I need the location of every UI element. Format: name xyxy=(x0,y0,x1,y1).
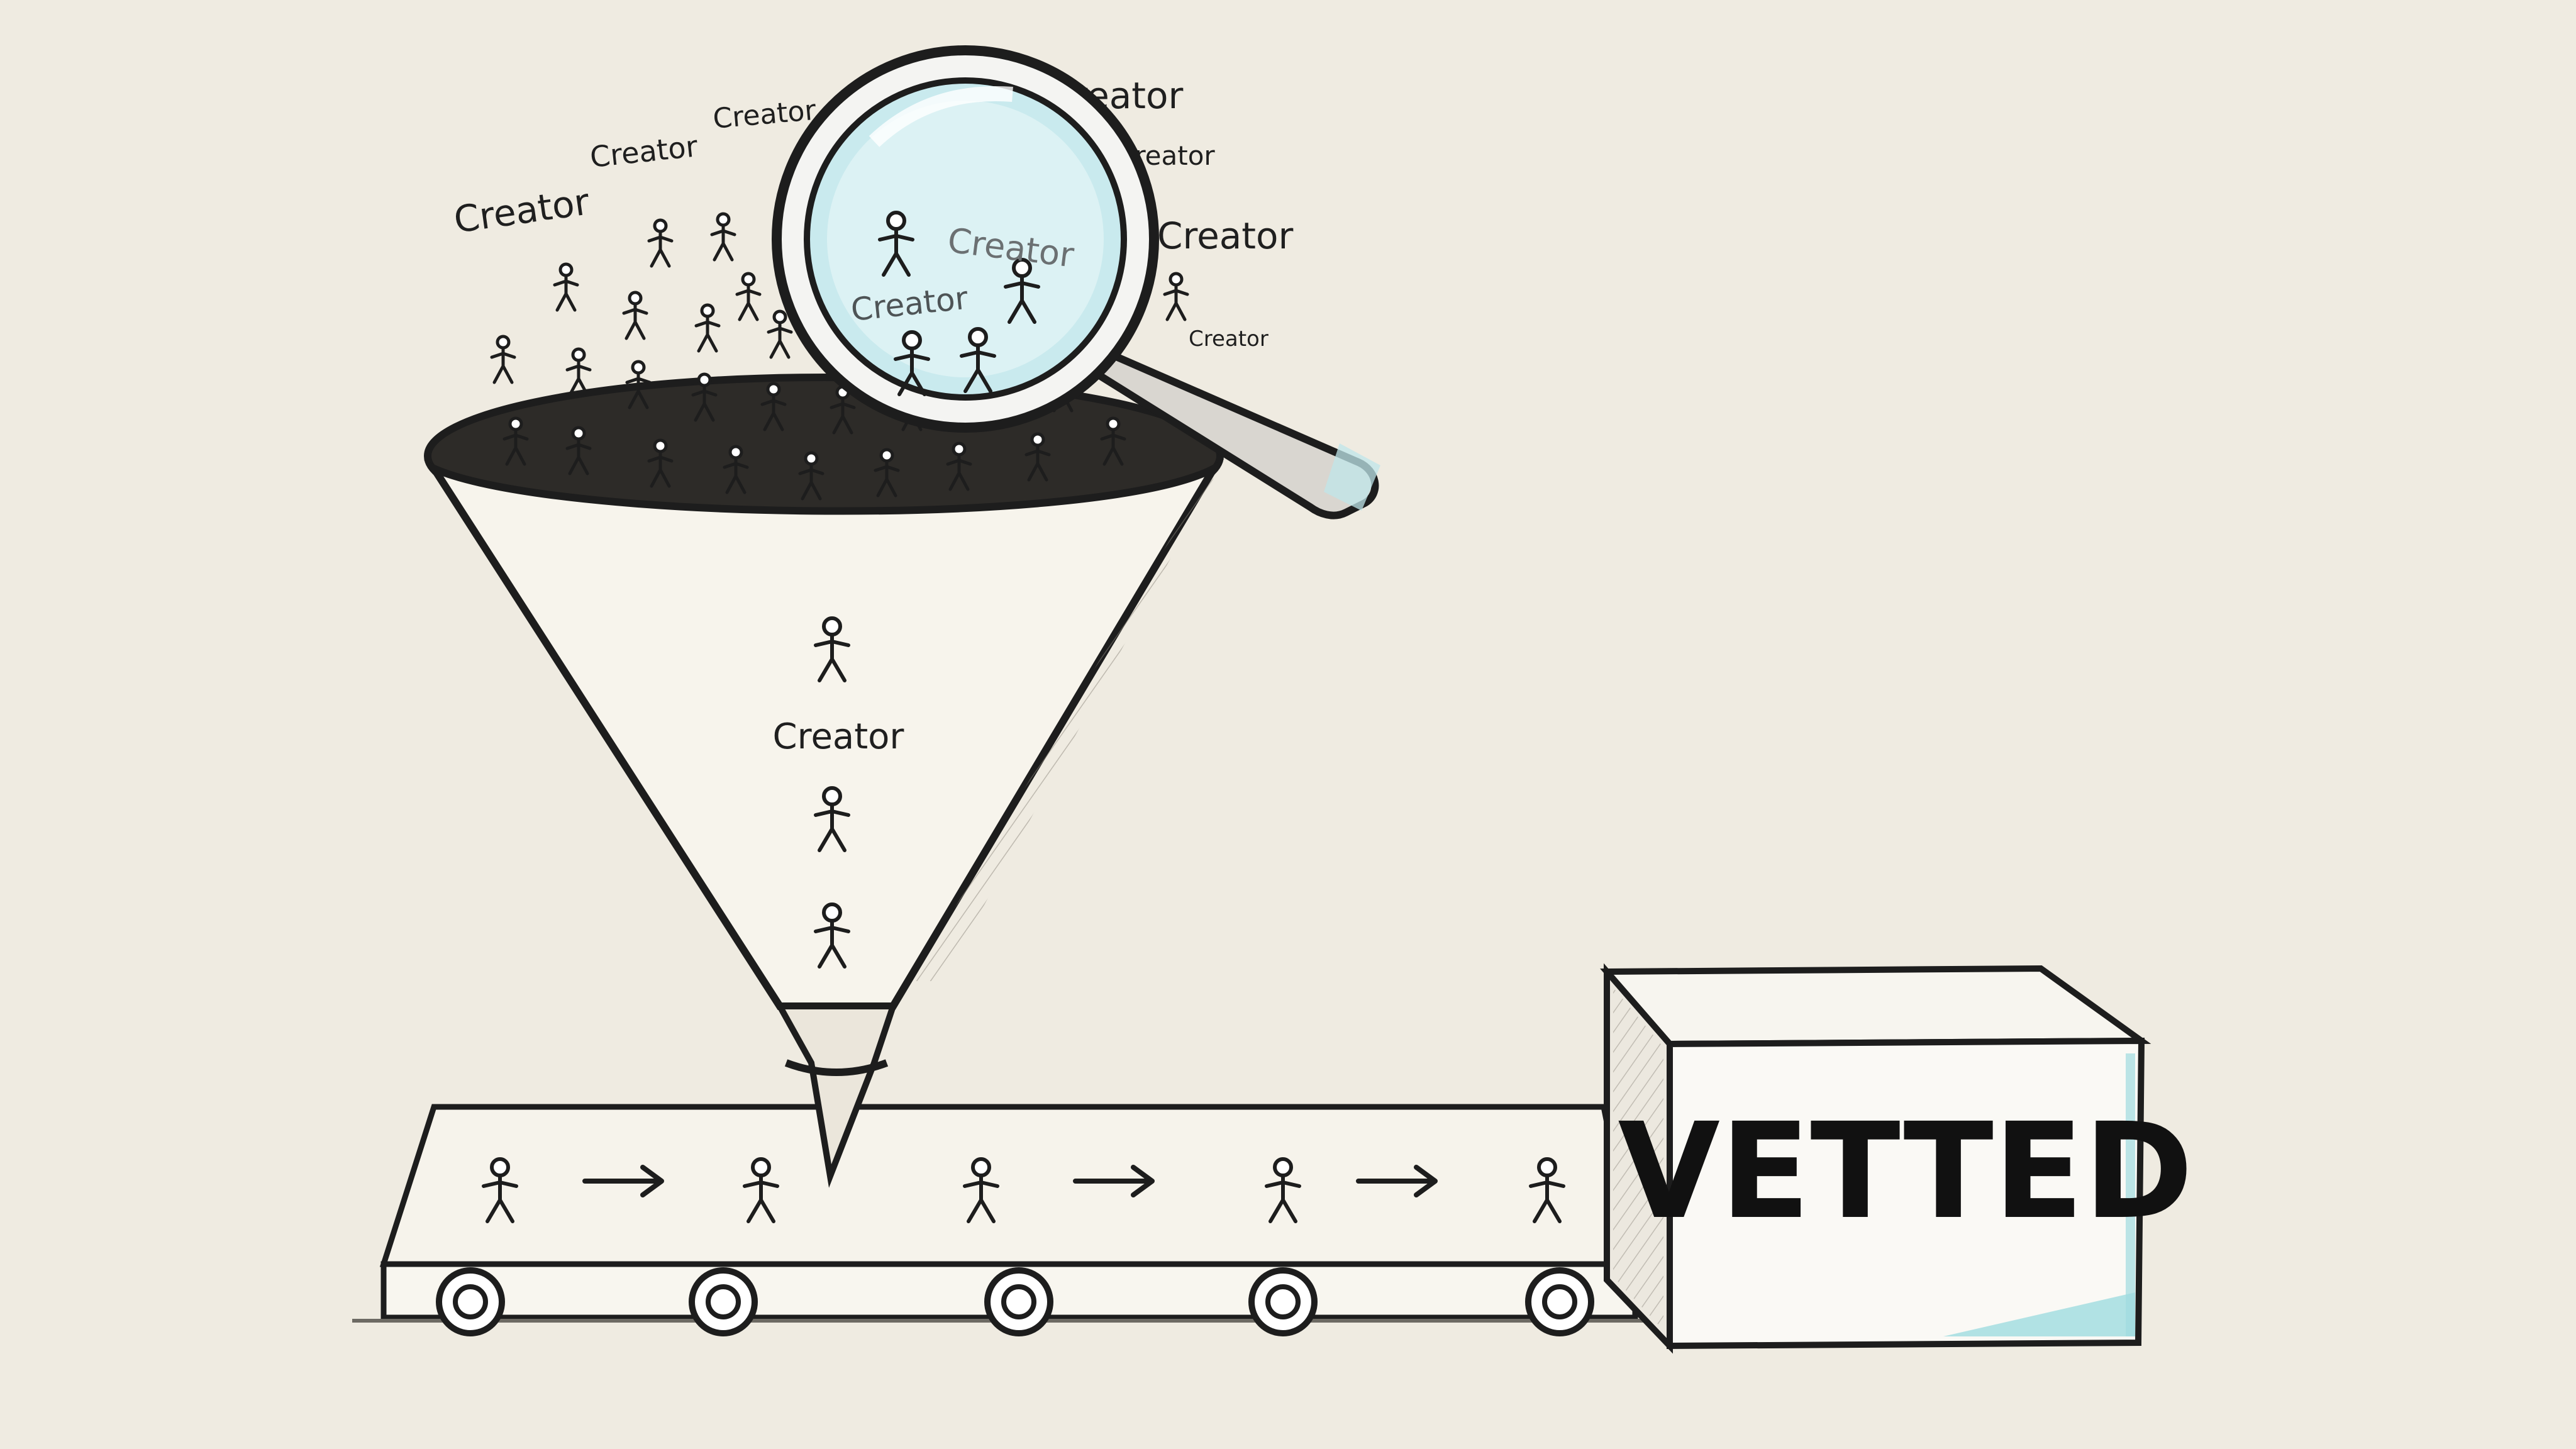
box-icon: VETTED xyxy=(1600,963,2194,1354)
crowd-label: Creator xyxy=(1157,214,1294,257)
crowd-label: Creator xyxy=(451,180,592,241)
box-label: VETTED xyxy=(1618,1094,2193,1248)
funnel-label: Creator xyxy=(773,716,905,757)
crowd-label: Creator xyxy=(589,129,699,174)
crowd-label: Creator xyxy=(712,94,818,135)
magnifying-glass-icon: Creator Creator xyxy=(772,45,1380,519)
conveyor-belt xyxy=(352,1104,1673,1336)
crowd-label: Creator xyxy=(1189,326,1269,352)
funnel-icon: Creator xyxy=(424,374,1224,1188)
